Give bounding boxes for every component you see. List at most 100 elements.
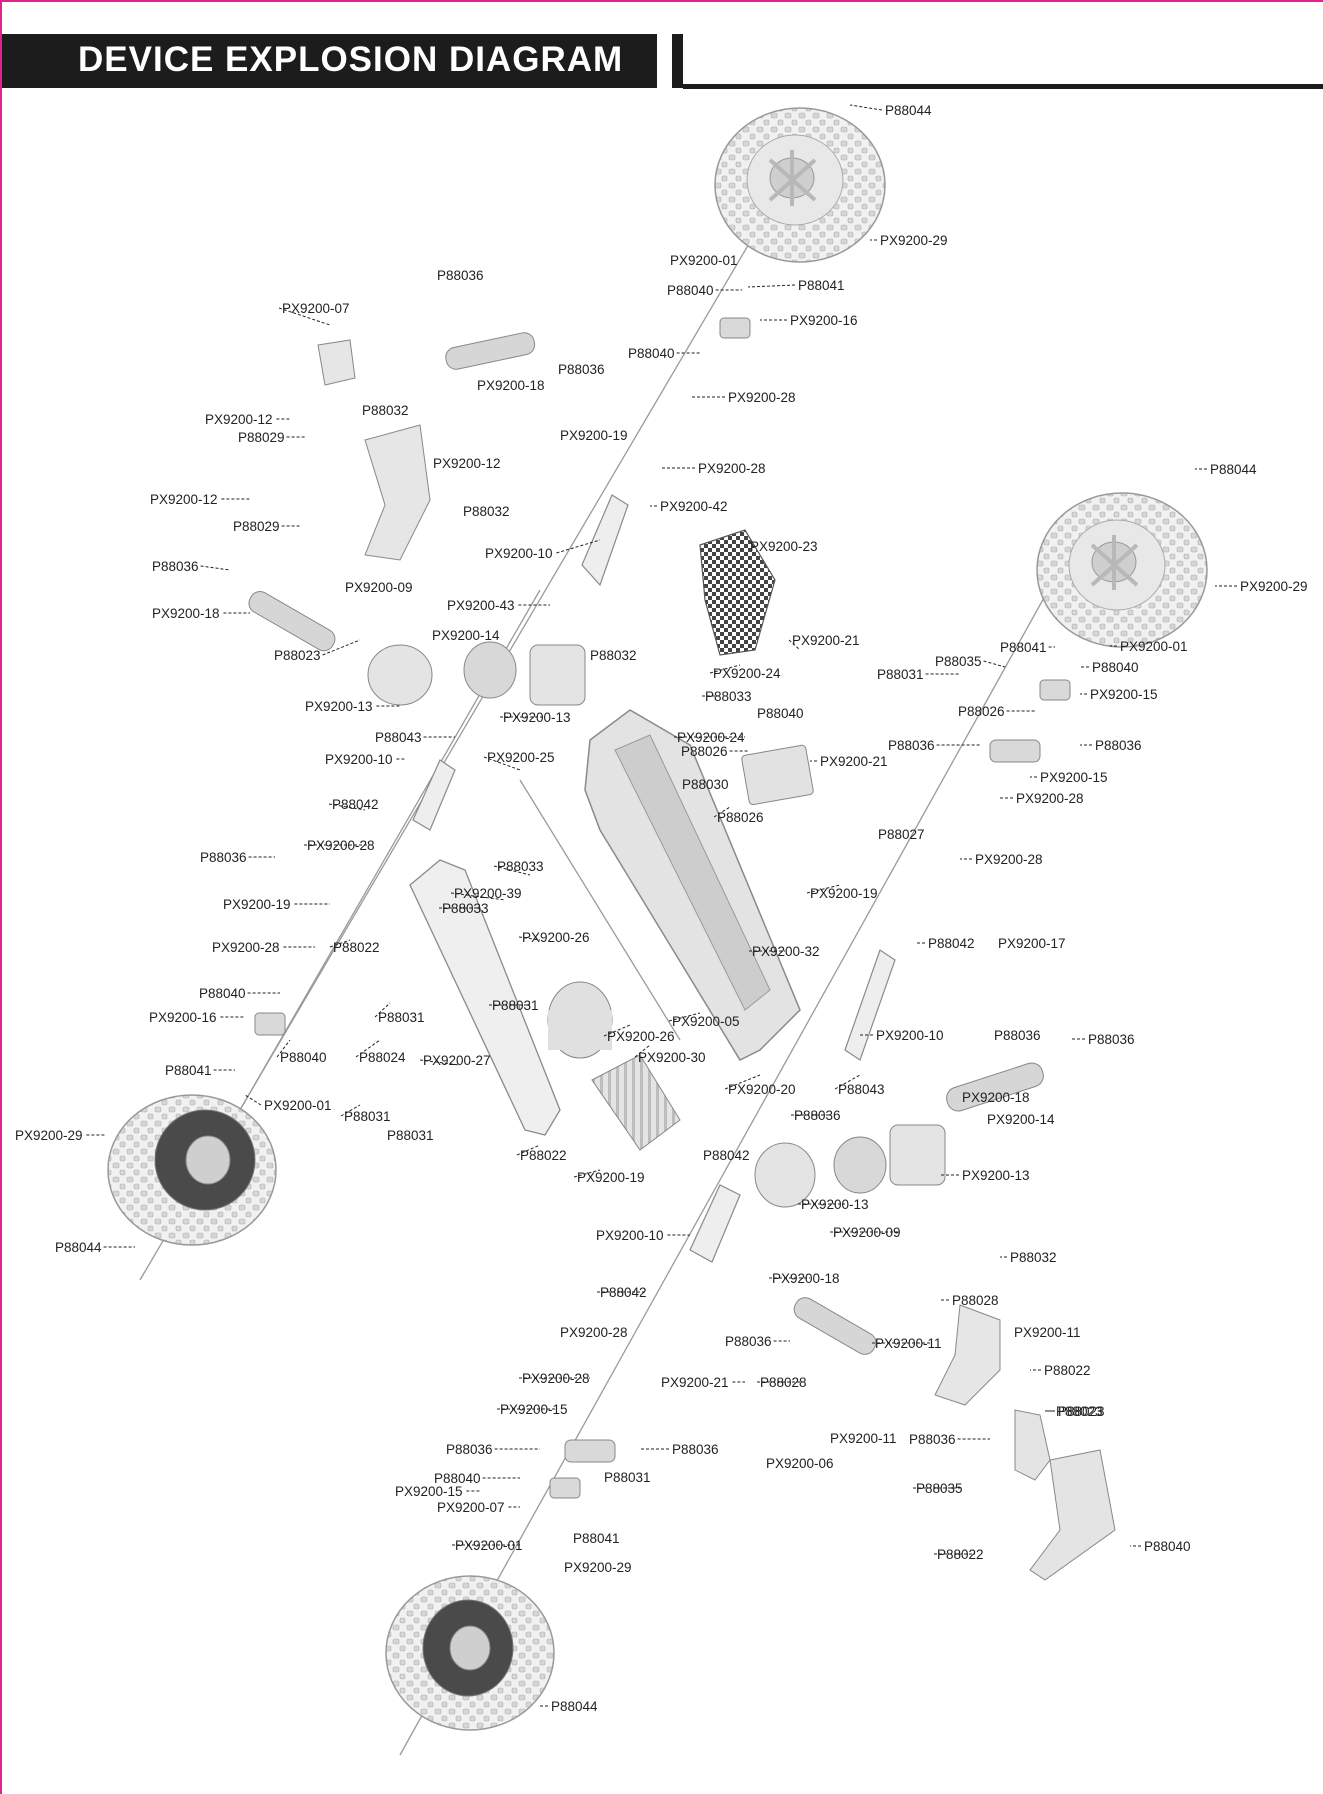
part-label: PX9200-30 (634, 1044, 706, 1065)
part-label-text: P88040 (667, 283, 714, 298)
part-label: PX9200-01 (670, 253, 738, 268)
part-label: P88044 (849, 103, 932, 118)
part-label: PX9200-01 (244, 1094, 332, 1113)
part-label-text: P88041 (798, 278, 845, 293)
part-label: PX9200-29 (564, 1560, 632, 1575)
part-label: P88022 (329, 939, 380, 955)
part-label-text: P88033 (705, 689, 752, 704)
part-label: PX9200-13 (500, 710, 571, 725)
part-label: P88032 (590, 648, 637, 663)
part-label-text: P88036 (558, 362, 605, 377)
part-label-text: P88036 (152, 559, 199, 574)
part-label-text: P88041 (165, 1063, 212, 1078)
part-label-text: PX9200-06 (766, 1456, 834, 1471)
leader-line (483, 756, 521, 771)
part-label: PX9200-09 (345, 580, 413, 595)
part-label-text: P88031 (604, 1470, 651, 1485)
part-label: PX9200-25 (483, 750, 555, 771)
part-label-text: PX9200-16 (149, 1010, 217, 1025)
part-label-text: P88027 (878, 827, 925, 842)
part-label: PX9200-21 (810, 754, 888, 769)
part-label: PX9200-07 (278, 301, 350, 326)
part-label: PX9200-01 (1110, 639, 1188, 654)
part-label: PX9200-07 (437, 1500, 520, 1515)
leader-line (329, 939, 351, 948)
part-label: PX9200-39 (450, 886, 522, 901)
part-label-text: PX9200-28 (728, 390, 796, 405)
part-label-text: P88026 (958, 704, 1005, 719)
part-label: PX9200-18 (962, 1090, 1030, 1105)
part-label-text: P88032 (1010, 1250, 1057, 1265)
part-label-text: PX9200-17 (998, 936, 1066, 951)
part-label-text: P88040 (280, 1050, 327, 1065)
part-label: PX9200-10 (596, 1228, 690, 1243)
part-label-text: PX9200-25 (487, 750, 555, 765)
part-label-text: PX9200-10 (596, 1228, 664, 1243)
part-label: PX9200-14 (987, 1112, 1055, 1127)
part-label-text: P88031 (344, 1109, 391, 1124)
part-label: PX9200-10 (485, 539, 601, 561)
part-label-text: PX9200-27 (423, 1053, 491, 1068)
part-label-text: PX9200-10 (325, 752, 393, 767)
leader-line (278, 307, 331, 326)
part-label: PX9200-28 (690, 390, 796, 405)
part-label: P88031 (877, 667, 960, 682)
part-label: PX9200-16 (760, 313, 858, 328)
leader-line (724, 1074, 761, 1090)
leader-line (709, 664, 741, 674)
leader-line (374, 1002, 391, 1018)
frame-left-border (0, 0, 2, 1794)
part-label: P88031 (387, 1128, 434, 1143)
part-label-text: P88036 (888, 738, 935, 753)
frame-top-border (0, 0, 1323, 2)
part-label-text: PX9200-29 (15, 1128, 83, 1143)
part-label-text: P88044 (551, 1699, 598, 1714)
leader-line (450, 892, 506, 901)
part-label: PX9200-16 (149, 1010, 245, 1025)
part-label: P88041 (165, 1063, 235, 1078)
leader-line (493, 865, 531, 876)
part-label-text: P88043 (375, 730, 422, 745)
leader-line (849, 104, 883, 111)
part-label-text: PX9200-12 (150, 492, 218, 507)
part-label: P88040 (434, 1471, 520, 1486)
part-label: PX9200-26 (518, 930, 590, 945)
part-label: PX9200-19 (223, 897, 330, 912)
part-label-text: P88033 (497, 859, 544, 874)
part-label-text: P88036 (725, 1334, 772, 1349)
leader-line (747, 284, 796, 288)
part-label: PX9200-15 (1080, 687, 1158, 702)
part-label-text: PX9200-09 (345, 580, 413, 595)
part-label-text: P88029 (238, 430, 285, 445)
part-label: PX9200-24 (674, 730, 745, 745)
part-label: P88044 (55, 1240, 135, 1255)
part-label: PX9200-13 (940, 1168, 1030, 1183)
chassis-side-plate-left (409, 859, 561, 1136)
part-label: P88031 (604, 1470, 651, 1485)
part-label: PX9200-11 (872, 1336, 942, 1351)
part-label: PX9200-19 (560, 428, 628, 443)
part-label-text: PX9200-11 (1014, 1325, 1081, 1340)
part-label: P88036 (200, 850, 275, 865)
part-label: P88036 (437, 268, 484, 283)
part-label: PX9200-29 (1215, 579, 1308, 594)
part-label-text: P88029 (233, 519, 280, 534)
part-label: PX9200-43 (447, 598, 550, 613)
part-label-text: P88024 (359, 1050, 406, 1065)
part-label: P88042 (597, 1285, 647, 1300)
part-label-text: PX9200-12 (433, 456, 501, 471)
part-label: P88029 (238, 430, 305, 445)
part-label-text: PX9200-15 (1040, 770, 1108, 785)
part-label: P88027 (878, 827, 925, 842)
wing-mount (699, 529, 776, 656)
part-label-text: P88042 (332, 797, 379, 812)
part-label-text: P88036 (672, 1442, 719, 1457)
part-label: P88044 (1195, 462, 1257, 477)
tire-rear-left (385, 1575, 555, 1731)
part-label: PX9200-05 (668, 1012, 740, 1029)
part-label-text: P88040 (1144, 1539, 1191, 1554)
part-label: P88041 (1000, 640, 1055, 655)
front-shock-left (248, 591, 336, 652)
part-label: P88036 (994, 1028, 1041, 1043)
part-label: PX9200-21 (788, 633, 860, 651)
